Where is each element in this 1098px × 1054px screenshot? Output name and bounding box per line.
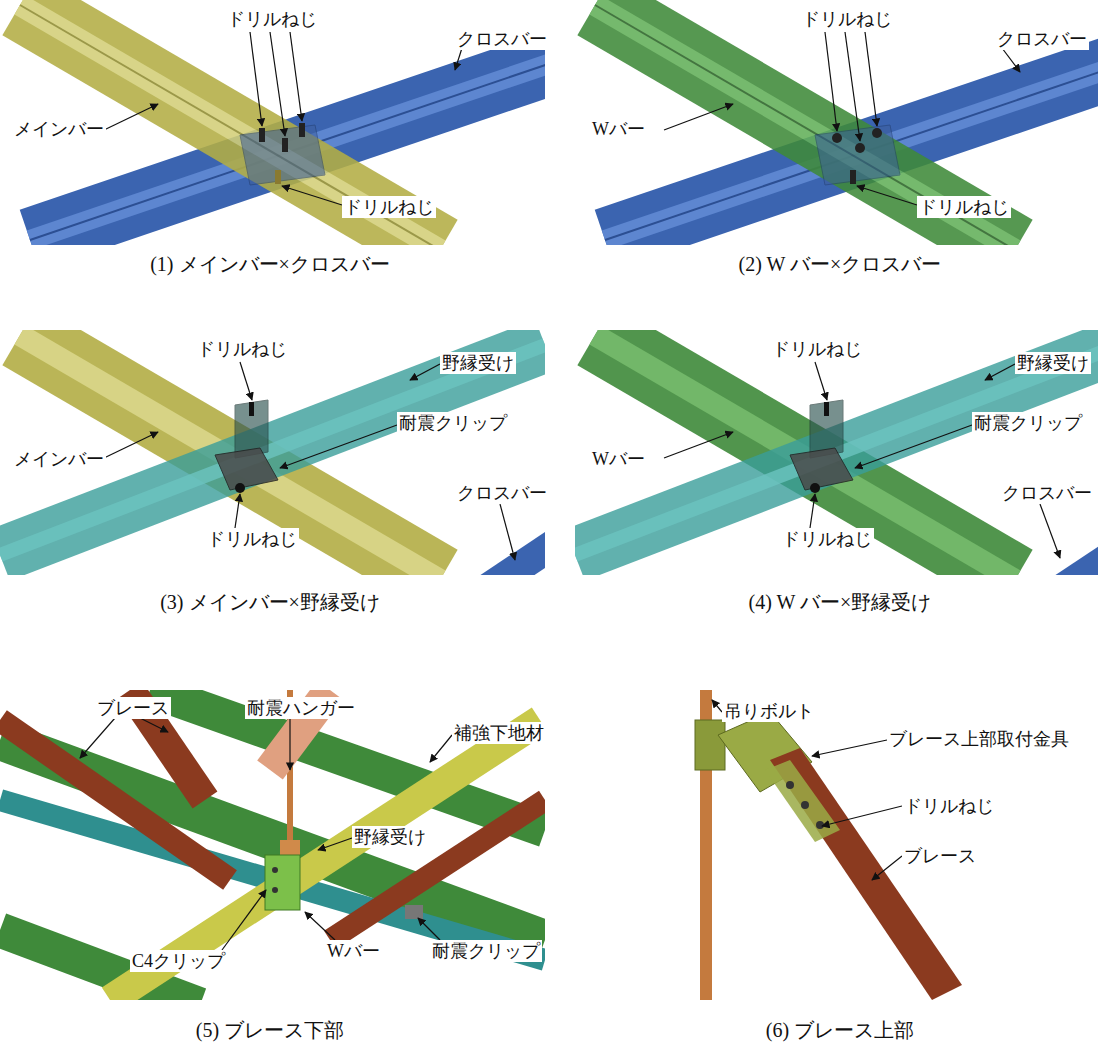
part-label: 耐震クリップ	[972, 412, 1084, 434]
part-label: ドリルねじ	[225, 8, 319, 30]
part-label: クロスバー	[1000, 482, 1094, 504]
figure-caption: (1) メインバー×クロスバー	[148, 252, 392, 276]
part-label: ブレース	[902, 845, 978, 867]
part-label: ドリルねじ	[780, 528, 874, 550]
panel-illustration	[0, 335, 545, 575]
part-label: ブレース	[95, 697, 171, 719]
part-label: クロスバー	[455, 482, 549, 504]
figure-caption: (3) メインバー×野縁受け	[158, 590, 382, 614]
figure-caption: (5) ブレース下部	[194, 1018, 346, 1042]
part-label: クロスバー	[995, 28, 1089, 50]
part-label: メインバー	[12, 118, 106, 140]
panel-illustration	[595, 5, 1098, 245]
part-label: Wバー	[325, 940, 382, 962]
part-label: 耐震クリップ	[397, 412, 509, 434]
part-label: Wバー	[590, 118, 647, 140]
part-label: 耐震ハンガー	[245, 697, 357, 719]
part-label: 吊りボルト	[722, 700, 816, 722]
part-label: 補強下地材	[452, 722, 546, 744]
part-label: ドリルねじ	[342, 196, 436, 218]
part-label: C4クリップ	[130, 950, 227, 972]
part-label: Wバー	[590, 448, 647, 470]
part-label: ドリルねじ	[917, 196, 1011, 218]
part-label: ドリルねじ	[800, 8, 894, 30]
figure-caption: (2) W バー×クロスバー	[737, 252, 944, 276]
part-label: クロスバー	[455, 28, 549, 50]
leader-lines	[80, 32, 1060, 950]
part-label: 野縁受け	[440, 352, 516, 374]
panel-illustration	[575, 335, 1098, 575]
panel-illustration	[0, 690, 545, 1000]
part-label: ドリルねじ	[195, 338, 289, 360]
part-label: メインバー	[12, 448, 106, 470]
part-label: ブレース上部取付金具	[887, 728, 1071, 750]
part-label: 耐震クリップ	[430, 940, 542, 962]
part-label: 野縁受け	[1015, 352, 1091, 374]
part-label: 野縁受け	[352, 826, 428, 848]
part-label: ドリルねじ	[770, 338, 864, 360]
part-label: ドリルねじ	[205, 528, 299, 550]
figure-caption: (4) W バー×野縁受け	[747, 590, 934, 614]
part-label: ドリルねじ	[902, 795, 996, 817]
figure-caption: (6) ブレース上部	[764, 1018, 916, 1042]
